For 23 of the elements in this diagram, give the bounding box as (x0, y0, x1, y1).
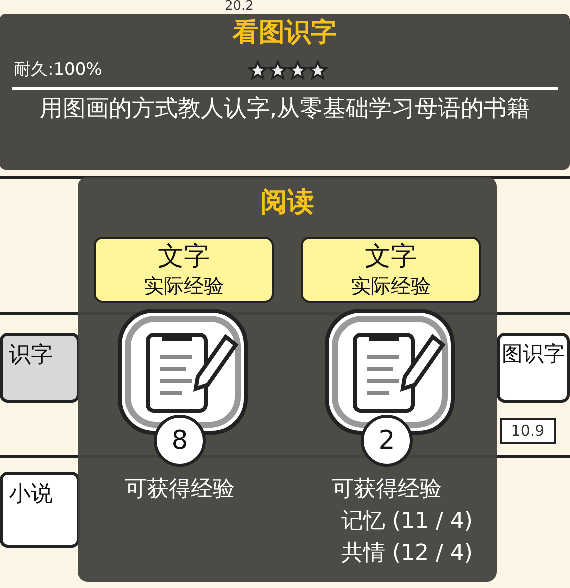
skill-name: 文字 (157, 241, 211, 273)
reading-panel (78, 177, 497, 582)
count-badge: 2 (361, 415, 413, 467)
skill-name: 文字 (364, 241, 418, 273)
experience-caption: 可获得经验 (124, 476, 236, 504)
book-title-card: 图识字 (497, 333, 570, 403)
book-title: 看图识字 (232, 17, 338, 50)
panel-heading: 阅读 (260, 186, 316, 220)
book-info-panel (0, 14, 570, 170)
experience-card (301, 237, 481, 303)
stat-text: 共情 (12 / 4) (340, 540, 474, 568)
book-title-card: 识字 (0, 333, 80, 403)
stat-text: 记忆 (11 / 4) (340, 508, 474, 536)
experience-card (94, 237, 274, 303)
durability-text: 耐久:100% (14, 59, 104, 82)
price-label: 10.9 (500, 418, 556, 444)
count-badge: 8 (154, 415, 206, 467)
skill-subtitle: 实际经验 (143, 273, 225, 299)
price-label: 20.2 (225, 0, 255, 14)
book-title-card: 小说 (0, 472, 80, 548)
experience-caption: 可获得经验 (331, 476, 443, 504)
skill-subtitle: 实际经验 (350, 273, 432, 299)
book-description: 用图画的方式教人认字,从零基础学习母语的书籍 (38, 95, 532, 124)
